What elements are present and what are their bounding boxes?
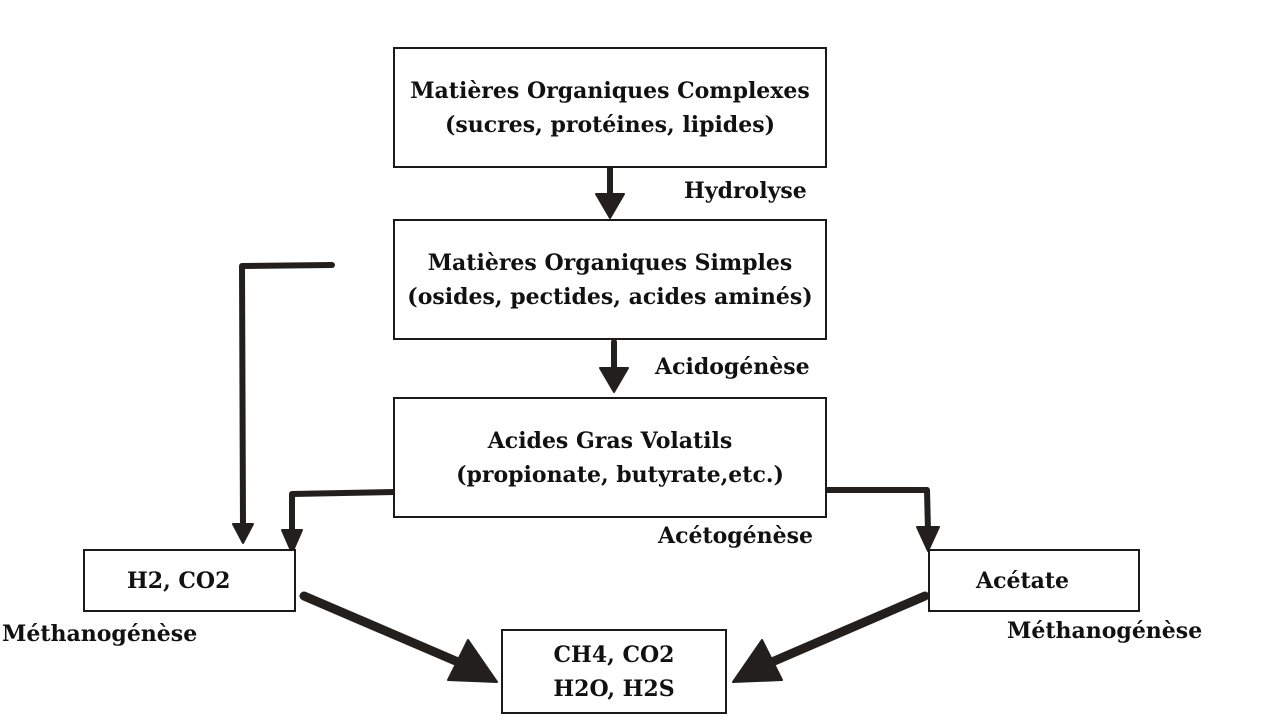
node-agv-title: Acides Gras Volatils — [487, 427, 733, 454]
arrowhead-agv-acetate — [916, 526, 940, 552]
arrow-agv-to-h2co2 — [289, 489, 398, 536]
label-methanogenese-left: Méthanogénèse — [2, 621, 198, 647]
label-hydrolyse: Hydrolyse — [684, 178, 807, 204]
arrowhead-hydrolyse — [595, 193, 625, 219]
arrow-bypass-h2co2 — [239, 262, 335, 530]
node-final-products: CH4, CO2 H2O, H2S — [501, 629, 727, 714]
arrow-acetate-to-products — [767, 591, 930, 667]
arrow-agv-to-acetate — [819, 487, 931, 534]
node-products-line2: H2O, H2S — [553, 675, 675, 702]
node-complex-organic-matter: Matières Organiques Complexes (sucres, p… — [393, 47, 827, 168]
node-h2co2-title: H2, CO2 — [127, 567, 231, 594]
label-acetogenese: Acétogénèse — [658, 523, 814, 549]
node-complex-title: Matières Organiques Complexes — [410, 77, 810, 104]
node-volatile-fatty-acids: Acides Gras Volatils (propionate, butyra… — [393, 397, 827, 518]
node-acetate: Acétate — [928, 549, 1140, 612]
node-h2-co2: H2, CO2 — [83, 549, 296, 612]
node-agv-subtitle: (propionate, butyrate,etc.) — [456, 461, 784, 488]
arrowhead-bypass — [232, 523, 254, 544]
arrow-h2co2-to-products — [299, 591, 463, 667]
node-products-line1: CH4, CO2 — [553, 641, 675, 668]
node-simple-subtitle: (osides, pectides, acides aminés) — [407, 283, 813, 310]
arrowhead-acidogenese — [599, 367, 629, 393]
node-simple-organic-matter: Matières Organiques Simples (osides, pec… — [393, 219, 827, 340]
node-simple-title: Matières Organiques Simples — [427, 249, 793, 276]
node-acetate-title: Acétate — [976, 567, 1070, 594]
label-methanogenese-right: Méthanogénèse — [1007, 618, 1203, 644]
arrowhead-acetate-products — [732, 639, 783, 683]
arrowhead-agv-h2co2 — [281, 529, 303, 554]
arrowhead-h2co2-products — [447, 639, 498, 683]
label-acidogenese: Acidogénèse — [655, 354, 810, 380]
node-complex-subtitle: (sucres, protéines, lipides) — [445, 111, 775, 138]
